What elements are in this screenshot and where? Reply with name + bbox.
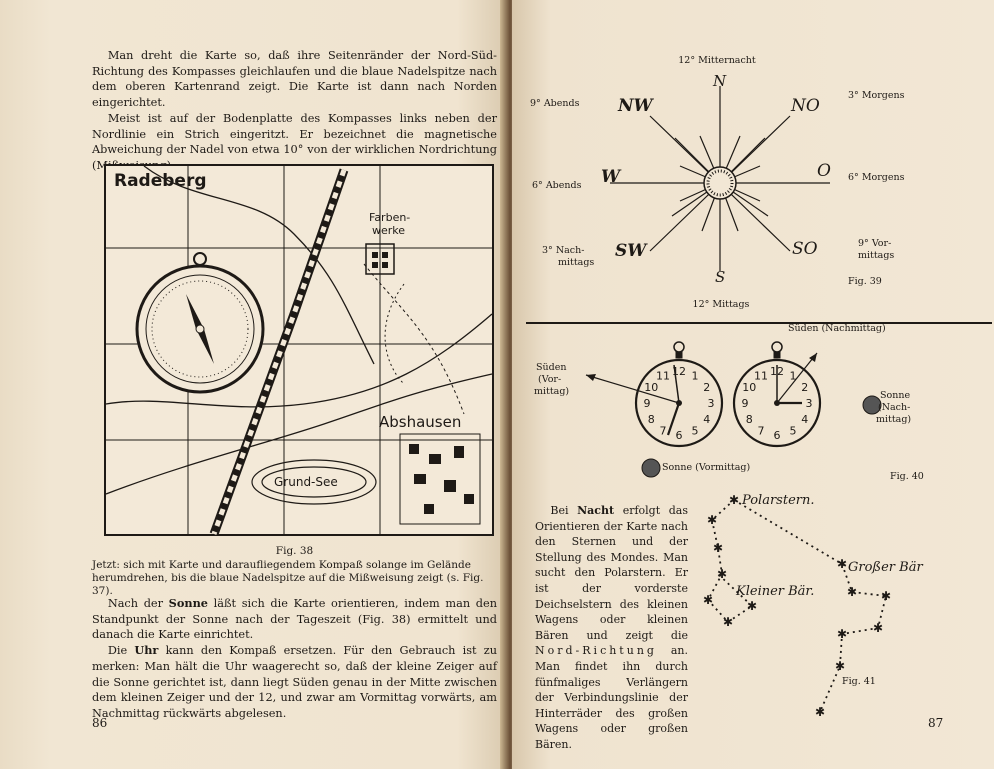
left-page: Man dreht die Karte so, daß ihre Seitenr…	[0, 0, 508, 769]
fig40-sun-afternoon-1: Sonne	[880, 390, 911, 401]
svg-text:✱: ✱	[707, 513, 717, 527]
clock-numeral: 11	[754, 369, 768, 382]
clock-numeral: 3	[806, 397, 813, 410]
clock-numeral: 8	[648, 413, 655, 426]
fig41-stars: ✱✱✱ ✱✱✱ ✱✱✱ ✱✱✱ ✱✱	[703, 493, 891, 718]
fig39-dir-o: O	[817, 161, 831, 181]
fig40-sun-afternoon-2: (Nach-	[878, 402, 911, 413]
fig39-9-forenoon-1: 9° Vor-	[858, 238, 892, 249]
clock-numeral: 1	[790, 369, 797, 382]
fig39-dir-no: NO	[791, 96, 820, 116]
fig39-9-evening: 9° Abends	[530, 98, 580, 109]
clock-numeral: 4	[801, 413, 808, 426]
fig39-dir-nw: NW	[618, 96, 653, 116]
paragraph-watch: Die Uhr kann den Kompaß ersetzen. Für de…	[92, 643, 497, 720]
fig40-south-morning-1: Süden	[536, 362, 567, 373]
fig39-dir-w: W	[601, 167, 621, 187]
page-number-left: 86	[92, 716, 108, 730]
clock-numeral: 10	[644, 381, 658, 394]
svg-text:✱: ✱	[881, 589, 891, 603]
fig40-sun-afternoon-3: mittag)	[876, 414, 912, 425]
fig38-caption: Jetzt: sich mit Karte und daraufliegende…	[92, 559, 484, 597]
clock-numeral: 6	[676, 429, 683, 442]
fig39-3-afternoon-2: mittags	[558, 257, 595, 268]
fig39-dir-s: S	[715, 268, 726, 286]
fig40-sun-morning: Sonne (Vormittag)	[662, 462, 751, 473]
fig39-9-forenoon-2: mittags	[858, 250, 895, 261]
paragraph-night: Bei Nacht erfolgt das Orientieren der Ka…	[535, 504, 689, 751]
fig39-midnight: 12° Mitternacht	[678, 55, 756, 66]
map-label-abshausen: Abshausen	[379, 413, 461, 431]
fig41-grosser-baer: Großer Bär	[848, 560, 923, 575]
svg-text:✱: ✱	[713, 541, 723, 555]
svg-text:✱: ✱	[835, 659, 845, 673]
fig40-label: Fig. 40	[890, 471, 924, 482]
svg-text:✱: ✱	[703, 593, 713, 607]
fig39-3-morning: 3° Morgens	[848, 90, 905, 101]
fig39-dir-so: SO	[792, 239, 818, 259]
svg-text:✱: ✱	[815, 705, 825, 718]
figure-divider	[526, 322, 992, 324]
clock-numeral: 12	[672, 365, 686, 378]
right-page: 12° Mitternacht N NW NO W O SW SO S 9° A…	[512, 0, 994, 769]
clock-numeral: 8	[746, 413, 753, 426]
map-figure: Radeberg Farben- werke Abshausen Grund-S…	[104, 164, 494, 536]
clock-numeral: 1	[692, 369, 699, 382]
night-text: Bei Nacht erfolgt das Orientieren der Ka…	[535, 503, 688, 753]
svg-text:✱: ✱	[747, 599, 757, 613]
fig40-south-afternoon: Süden (Nachmittag)	[788, 323, 886, 334]
clock-numeral: 11	[656, 369, 670, 382]
svg-text:✱: ✱	[837, 557, 847, 571]
svg-text:✱: ✱	[837, 627, 847, 641]
svg-text:✱: ✱	[873, 621, 883, 635]
fig39-sun-compass	[610, 86, 830, 271]
intro-text: Man dreht die Karte so, daß ihre Seitenr…	[92, 48, 497, 174]
fig41-kleiner-baer: Kleiner Bär.	[736, 584, 815, 599]
sun-and-watch-text: Nach der Sonne läßt sich die Karte orien…	[92, 596, 497, 722]
map-label-grund-see: Grund-See	[274, 475, 338, 489]
svg-text:✱: ✱	[723, 615, 733, 629]
fig38-label: Fig. 38	[275, 545, 314, 557]
svg-text:✱: ✱	[729, 493, 739, 507]
clock-numeral: 5	[790, 425, 797, 438]
paragraph-1: Man dreht die Karte so, daß ihre Seitenr…	[92, 49, 497, 110]
fig39-dir-n: N	[713, 72, 727, 90]
fig41-polarstern: Polarstern.	[742, 493, 815, 508]
paragraph-sun: Nach der Sonne läßt sich die Karte orien…	[92, 596, 497, 642]
clock-numeral: 3	[708, 397, 715, 410]
fig40-south-morning-2: (Vor-	[538, 374, 562, 385]
clock-numeral: 6	[774, 429, 781, 442]
clock-numeral: 9	[742, 397, 749, 410]
clock-numeral: 5	[692, 425, 699, 438]
clock-numeral: 4	[703, 413, 710, 426]
compass	[135, 252, 265, 394]
fig39-noon: 12° Mittags	[692, 299, 750, 310]
fig41-label: Fig. 41	[842, 676, 876, 687]
fig39-dir-sw: SW	[615, 241, 647, 261]
fig40-south-morning-3: mittag)	[534, 386, 570, 397]
fig39-6-evening: 6° Abends	[532, 180, 582, 191]
map-label-farbenwerke-1: Farben-	[369, 211, 410, 224]
svg-text:✱: ✱	[717, 567, 727, 581]
map-label-radeberg: Radeberg	[114, 171, 207, 191]
clock-numeral: 10	[742, 381, 756, 394]
clock-numeral: 9	[644, 397, 651, 410]
fig39-3-afternoon-1: 3° Nach-	[542, 245, 585, 256]
clock-numeral: 7	[660, 425, 667, 438]
clock-numeral: 12	[770, 365, 784, 378]
fig39-6-morning: 6° Morgens	[848, 172, 905, 183]
clock-numeral: 2	[703, 381, 710, 394]
page-number-right: 87	[928, 716, 944, 730]
clock-numeral: 7	[758, 425, 765, 438]
fig39-label: Fig. 39	[848, 276, 882, 287]
map-label-farbenwerke-2: werke	[372, 224, 405, 237]
svg-text:✱: ✱	[847, 585, 857, 599]
clock-numeral: 2	[801, 381, 808, 394]
